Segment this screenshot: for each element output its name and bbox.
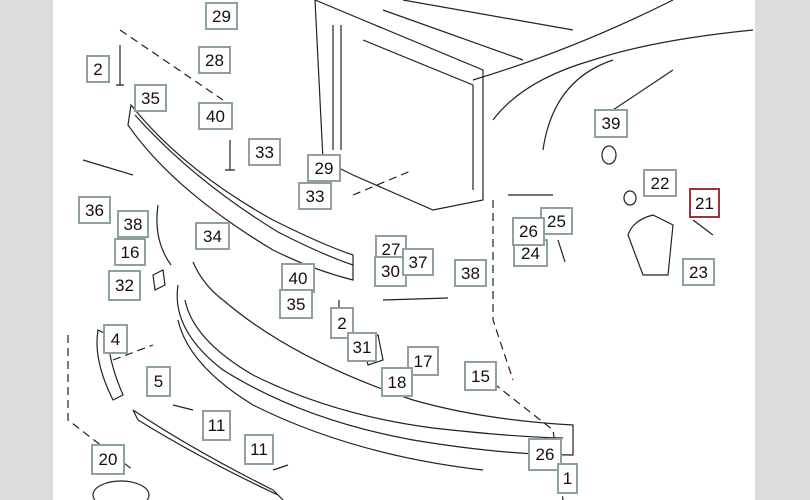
callout-34[interactable]: 34 bbox=[195, 222, 230, 250]
callout-26[interactable]: 26 bbox=[528, 438, 562, 471]
callout-20[interactable]: 20 bbox=[91, 444, 125, 475]
callout-25[interactable]: 25 bbox=[540, 207, 573, 235]
bolts-and-fasteners bbox=[82, 45, 714, 471]
callout-2[interactable]: 2 bbox=[86, 55, 110, 83]
callout-23[interactable]: 23 bbox=[682, 258, 715, 286]
callout-15[interactable]: 15 bbox=[464, 361, 497, 391]
callout-2[interactable]: 2 bbox=[330, 307, 354, 339]
callout-40[interactable]: 40 bbox=[198, 102, 233, 130]
callout-11[interactable]: 11 bbox=[202, 410, 231, 441]
callout-21-highlighted[interactable]: 21 bbox=[689, 188, 720, 218]
callout-1[interactable]: 1 bbox=[557, 463, 578, 494]
callout-39[interactable]: 39 bbox=[594, 109, 628, 138]
fender bbox=[472, 0, 754, 151]
callout-33[interactable]: 33 bbox=[298, 182, 332, 210]
callout-28[interactable]: 28 bbox=[198, 46, 231, 74]
callout-35[interactable]: 35 bbox=[279, 289, 313, 319]
fog-lamp-housing bbox=[92, 480, 150, 500]
parts-diagram: 29 2 28 35 40 33 36 38 29 33 34 16 27 32… bbox=[53, 0, 755, 500]
radiator-support bbox=[314, 0, 574, 211]
callout-18[interactable]: 18 bbox=[381, 367, 413, 397]
callout-35[interactable]: 35 bbox=[134, 84, 167, 112]
callout-4[interactable]: 4 bbox=[103, 324, 128, 354]
callout-22[interactable]: 22 bbox=[643, 169, 677, 197]
callout-16[interactable]: 16 bbox=[114, 238, 146, 266]
callout-33[interactable]: 33 bbox=[248, 138, 281, 166]
callout-38[interactable]: 38 bbox=[454, 259, 487, 287]
diagram-line-art bbox=[67, 0, 754, 500]
callout-31[interactable]: 31 bbox=[347, 332, 377, 362]
callout-26[interactable]: 26 bbox=[512, 217, 545, 246]
callout-30[interactable]: 30 bbox=[374, 256, 407, 287]
callout-32[interactable]: 32 bbox=[108, 270, 141, 301]
callout-29[interactable]: 29 bbox=[307, 154, 341, 182]
bumper-cover bbox=[176, 261, 574, 471]
callout-38[interactable]: 38 bbox=[117, 210, 149, 238]
bumper-reinforcement bbox=[127, 103, 354, 281]
callout-29[interactable]: 29 bbox=[205, 2, 238, 30]
callout-5[interactable]: 5 bbox=[146, 366, 171, 397]
callout-11[interactable]: 11 bbox=[244, 434, 274, 465]
callout-37[interactable]: 37 bbox=[402, 248, 434, 276]
callout-36[interactable]: 36 bbox=[78, 196, 111, 224]
